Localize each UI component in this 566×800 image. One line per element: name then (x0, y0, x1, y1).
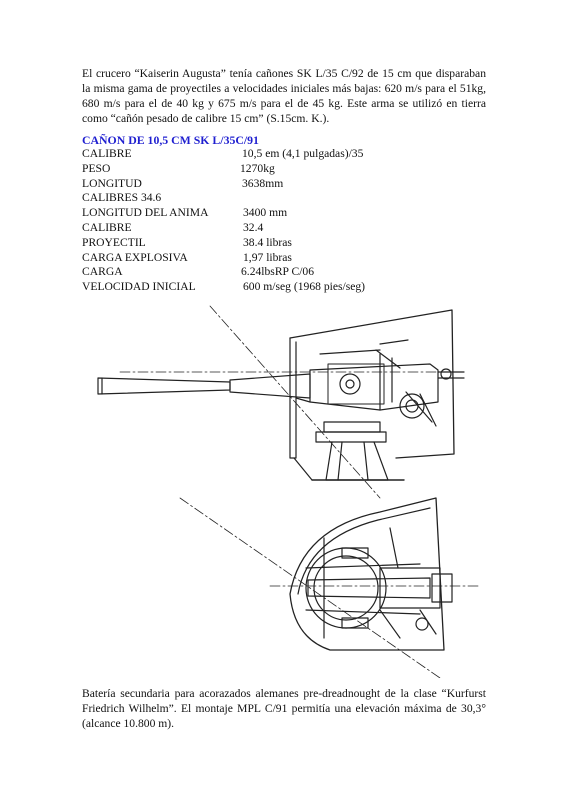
spec-row: CARGA 6.24lbsRP C/06 (82, 265, 482, 280)
side-elevation (97, 305, 465, 499)
plan-view (179, 497, 480, 678)
spec-row: CARGA EXPLOSIVA 1,97 libras (82, 251, 482, 266)
spec-label: LONGITUD (82, 176, 142, 190)
spec-value: 600 m/seg (1968 pies/seg) (243, 280, 366, 294)
spec-label: LONGITUD DEL ANIMA (82, 206, 209, 220)
section-heading: CAÑON DE 10,5 CM SK L/35C/91 (82, 133, 259, 147)
spec-label: CALIBRE (82, 220, 132, 234)
gun-drawing (97, 305, 480, 678)
spec-row: CALIBRE 10,5 em (4,1 pulgadas)/35 (82, 147, 482, 162)
spec-row: LONGITUD 3638mm (82, 177, 482, 192)
spec-label: CALIBRE (82, 147, 132, 160)
spec-value: 1270kg (240, 161, 275, 175)
spec-label: CARGA (82, 265, 123, 279)
spec-row: VELOCIDAD INICIAL 600 m/seg (1968 pies/s… (82, 280, 482, 295)
spec-value: 1,97 libras (243, 250, 292, 264)
spec-value: 10,5 em (4,1 pulgadas)/35 (242, 147, 364, 160)
spec-value: 38.4 libras (243, 235, 292, 249)
spec-value: 32.4 (243, 220, 264, 234)
spec-row: CALIBRES 34.6 (82, 191, 482, 206)
spec-row: CALIBRE 32.4 (82, 221, 482, 236)
spec-label: CALIBRES 34.6 (82, 191, 162, 205)
spec-row: LONGITUD DEL ANIMA 3400 mm (82, 206, 482, 221)
intro-paragraph: El crucero “Kaiserin Augusta” tenía caño… (82, 67, 486, 125)
spec-value: 3638mm (242, 176, 284, 190)
spec-value: 6.24lbsRP C/06 (241, 265, 315, 279)
spec-list: CALIBRE 10,5 em (4,1 pulgadas)/35 PESO 1… (82, 147, 482, 295)
spec-row: PESO 1270kg (82, 162, 482, 177)
spec-label: VELOCIDAD INICIAL (82, 280, 196, 294)
spec-value: 3400 mm (243, 206, 288, 220)
spec-label: PROYECTIL (82, 235, 146, 249)
spec-label: CARGA EXPLOSIVA (82, 250, 188, 264)
figure-caption: Batería secundaria para acorazados alema… (82, 687, 486, 730)
spec-label: PESO (82, 161, 111, 175)
spec-row: PROYECTIL 38.4 libras (82, 236, 482, 251)
